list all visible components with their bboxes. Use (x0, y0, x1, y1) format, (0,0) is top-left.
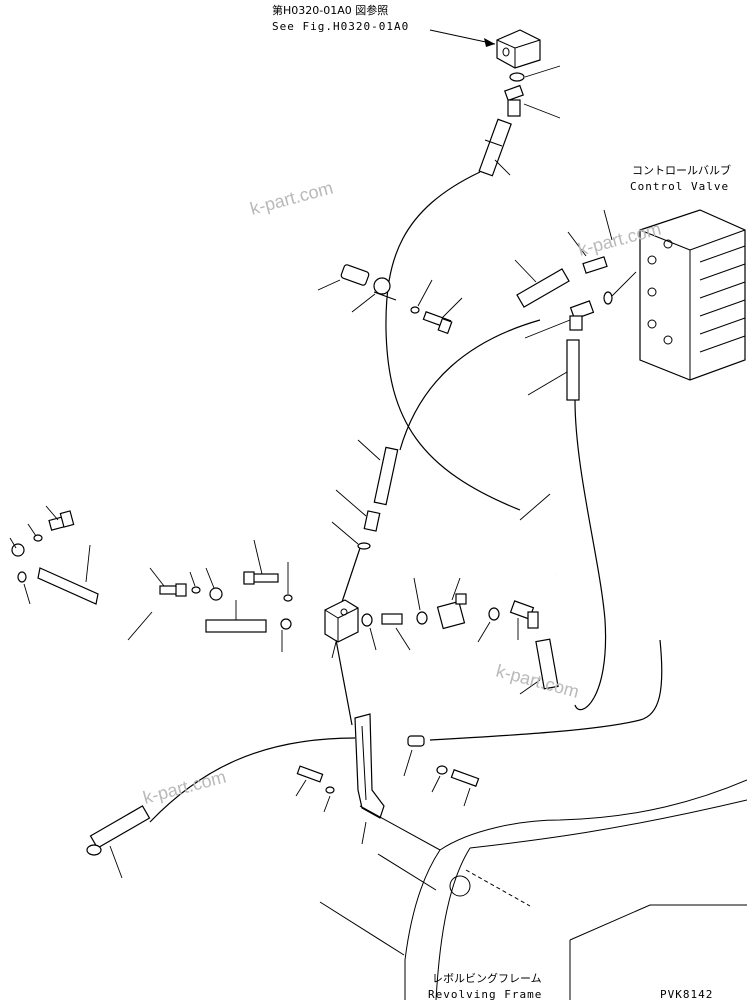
washer-icon (33, 534, 43, 542)
revolving-frame-label-jp: レボルビングフレーム (432, 971, 542, 985)
o-ring-icon (488, 607, 500, 621)
clamp-icon (11, 543, 25, 557)
revolving-frame-icon (319, 779, 747, 1000)
hose-icon (478, 118, 512, 177)
elbow-fitting-icon (504, 84, 524, 117)
clamp-icon (407, 735, 425, 747)
hose-icon (566, 339, 580, 401)
o-ring-icon (357, 542, 371, 550)
watermark: k-part.com (494, 661, 581, 702)
hose-icon (37, 567, 99, 605)
watermark: k-part.com (141, 767, 228, 808)
junction-block-icon (324, 599, 359, 643)
bolt-icon (159, 583, 187, 597)
bolt-icon (48, 510, 75, 531)
hose-icon (509, 507, 559, 576)
elbow-fitting-icon (509, 600, 539, 629)
straight-fitting-icon (582, 256, 608, 274)
valve-block-icon (496, 29, 541, 69)
control-valve-icon (639, 209, 746, 381)
control-valve-label-jp: コントロールバルブ (632, 163, 731, 177)
lower-hose-line (149, 737, 356, 823)
o-ring-icon (17, 571, 27, 583)
washer-icon (325, 786, 335, 794)
washer-icon (410, 306, 420, 314)
reference-arrow-icon (484, 38, 495, 47)
bolt-icon (296, 765, 324, 783)
o-ring-icon (361, 613, 373, 627)
reference-leader (429, 29, 496, 45)
right-lower-hose-line (429, 639, 663, 741)
control-valve-label-en: Control Valve (630, 180, 729, 193)
watermark: k-part.com (248, 178, 335, 219)
pilot-hose-line (385, 171, 521, 511)
bracket-icon (354, 713, 385, 819)
o-ring-icon (603, 291, 613, 305)
reference-label-en: See Fig.H0320-01A0 (272, 20, 409, 33)
hose-icon (535, 638, 559, 690)
revolving-frame-label-en: Revolving Frame (428, 988, 542, 1000)
hose-icon (373, 446, 399, 506)
washer-icon (283, 594, 293, 602)
clamp-icon (209, 587, 223, 601)
bolt-icon (243, 571, 279, 585)
washer-icon (436, 765, 448, 775)
clamp-spacer-icon (340, 264, 370, 286)
o-ring-icon (416, 611, 428, 625)
bolt-icon (450, 769, 480, 787)
washer-icon (191, 586, 201, 594)
hose-icon (205, 619, 267, 633)
o-ring-icon (280, 618, 292, 630)
return-hose-line (574, 399, 607, 711)
elbow-fitting-icon (569, 300, 595, 331)
reference-label-jp: 第H0320-01A0 図参照 (272, 3, 388, 17)
clamp-icon (373, 277, 397, 301)
hose-icon (516, 268, 570, 308)
drawing-code: PVK8142 (660, 988, 713, 1000)
adapter-icon (381, 613, 403, 625)
valve-icon (436, 593, 467, 630)
valve-hose-line (399, 319, 541, 451)
hose-icon (86, 805, 151, 856)
o-ring-icon (509, 72, 525, 82)
bolt-icon (422, 311, 453, 335)
adapter-icon (363, 510, 381, 532)
